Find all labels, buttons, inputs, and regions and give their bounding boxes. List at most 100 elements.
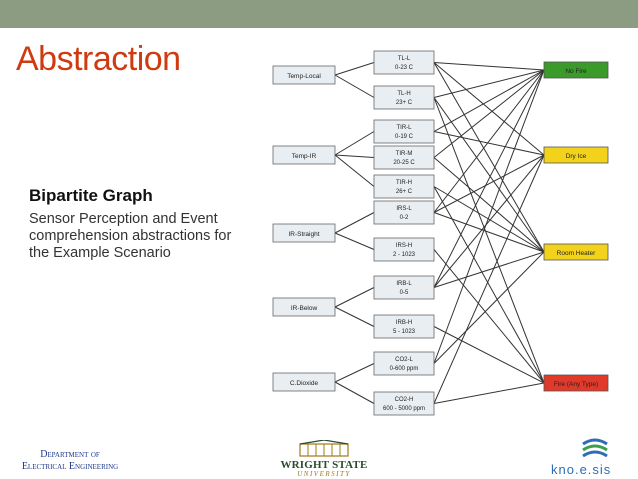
knoesis-logo-text: kno.e.sis <box>551 462 612 477</box>
sensor-node-label: Temp-Local <box>287 73 321 80</box>
department-line-2: Electrical Engineering <box>21 461 119 472</box>
event-node-box <box>543 146 609 164</box>
abstraction-node-box <box>373 145 435 170</box>
department-line-1: Department of <box>40 449 100 460</box>
event-node-label: No Fire <box>565 68 587 75</box>
edge-abstraction-event <box>433 69 545 132</box>
abstraction-node: IRS-L 0-2 <box>373 200 435 225</box>
abstraction-node: IRB-L0-5 <box>373 275 435 300</box>
abstraction-node-range: 26+ C <box>396 189 413 195</box>
abstraction-node-range: 23+ C <box>396 100 413 106</box>
event-node: Dry Ice <box>543 146 609 164</box>
sensor-node: C.Dioxide <box>272 372 336 392</box>
edge-sensor-abstraction <box>334 212 375 234</box>
abstraction-node-box <box>373 275 435 300</box>
sensor-node-label: C.Dioxide <box>290 380 319 387</box>
edge-abstraction-event <box>433 62 545 156</box>
edge-sensor-abstraction <box>334 381 375 404</box>
abstraction-node-range: 2 - 1023 <box>393 252 416 258</box>
abstraction-node-name: CO2-L <box>395 357 413 363</box>
edge-abstraction-event <box>433 154 545 213</box>
abstraction-node-range: 600 - 5000 ppm <box>383 406 425 412</box>
abstraction-node: TIR-H 26+ C <box>373 174 435 199</box>
wright-state-logo-icon <box>299 440 349 457</box>
edge-abstraction-event <box>433 154 545 404</box>
edge-abstraction-event <box>433 69 545 98</box>
sensor-node: IR-Straight <box>272 223 336 243</box>
abstraction-node: TIR-M20-25 C <box>373 145 435 170</box>
abstraction-node-name: IRS-L <box>396 206 412 212</box>
graph-description: Sensor Perception and Event comprehensio… <box>29 211 232 261</box>
edge-abstraction-event <box>433 97 545 253</box>
abstraction-node-range: 0-23 C <box>395 65 414 71</box>
abstraction-node-box <box>373 237 435 262</box>
edge-sensor-abstraction <box>334 232 375 250</box>
slide-title: Abstraction <box>16 40 181 78</box>
event-node-box <box>543 243 609 261</box>
abstraction-node-box <box>373 200 435 225</box>
event-node: Room Heater <box>543 243 609 261</box>
edge-abstraction-event <box>433 326 545 384</box>
edge-sensor-abstraction <box>334 154 375 187</box>
abstraction-node-name: TIR-L <box>397 125 413 131</box>
top-bar <box>0 0 638 28</box>
abstraction-node-range: 20-25 C <box>393 160 415 166</box>
abstraction-node-name: CO2-H <box>395 397 414 403</box>
department-label: Department of Electrical Engineering <box>8 449 132 473</box>
abstraction-node-box <box>373 119 435 144</box>
knoesis-swoosh-icon <box>582 438 608 458</box>
sensor-node: IR-Below <box>272 297 336 317</box>
abstraction-node: CO2-L 0-600 ppm <box>373 351 435 376</box>
edge-abstraction-event <box>433 382 545 404</box>
edge-abstraction-event <box>433 69 545 288</box>
sensor-node-box <box>272 372 336 392</box>
abstraction-node: TL-H 23+ C <box>373 85 435 110</box>
event-node-label: Dry Ice <box>566 153 587 160</box>
edge-sensor-abstraction <box>334 154 375 158</box>
edge-sensor-abstraction <box>334 62 375 76</box>
edge-sensor-abstraction <box>334 363 375 383</box>
abstraction-node-box <box>373 50 435 75</box>
university-name: WRIGHT STATE <box>280 459 368 471</box>
edge-abstraction-event <box>433 157 545 253</box>
edge-abstraction-event <box>433 251 545 364</box>
abstraction-node-box <box>373 85 435 110</box>
sensor-node-box <box>272 145 336 165</box>
edge-abstraction-event <box>433 69 545 213</box>
abstraction-node: IRB-H5 - 1023 <box>373 314 435 339</box>
abstraction-node-range: 0-19 C <box>395 134 414 140</box>
edge-abstraction-event <box>433 131 545 156</box>
abstraction-node-name: TL-H <box>397 91 410 97</box>
event-node-box <box>543 374 609 392</box>
event-node: Fire (Any Type) <box>543 374 609 392</box>
event-node: No Fire <box>543 61 609 79</box>
abstraction-node: CO2-H 600 - 5000 ppm <box>373 391 435 416</box>
edge-abstraction-event <box>433 62 545 253</box>
edge-abstraction-event <box>433 97 545 384</box>
abstraction-node-name: TL-L <box>398 56 411 62</box>
edge-abstraction-event <box>433 186 545 253</box>
abstraction-node-range: 5 - 1023 <box>393 329 416 335</box>
edge-abstraction-event <box>433 212 545 253</box>
edge-sensor-abstraction <box>334 306 375 327</box>
abstraction-node-range: 0-600 ppm <box>390 366 419 372</box>
edge-abstraction-event <box>433 69 545 364</box>
sensor-node-box <box>272 65 336 85</box>
abstraction-node-box <box>373 391 435 416</box>
university-subtitle: UNIVERSITY <box>297 470 351 478</box>
sensor-node-label: IR-Below <box>291 305 318 312</box>
event-node-label: Room Heater <box>557 250 596 257</box>
abstraction-node-range: 0-2 <box>400 215 409 221</box>
edge-sensor-abstraction <box>334 287 375 308</box>
sensor-node-box <box>272 297 336 317</box>
graph-subtitle: Bipartite Graph <box>29 186 153 205</box>
edge-sensor-abstraction <box>334 131 375 156</box>
edge-abstraction-event <box>433 249 545 384</box>
edge-abstraction-event <box>433 154 545 288</box>
sensor-node-label: IR-Straight <box>288 231 319 238</box>
abstraction-node-name: TIR-H <box>396 180 412 186</box>
abstraction-node-name: IRS-H <box>396 243 412 249</box>
sensor-node: Temp-IR <box>272 145 336 165</box>
